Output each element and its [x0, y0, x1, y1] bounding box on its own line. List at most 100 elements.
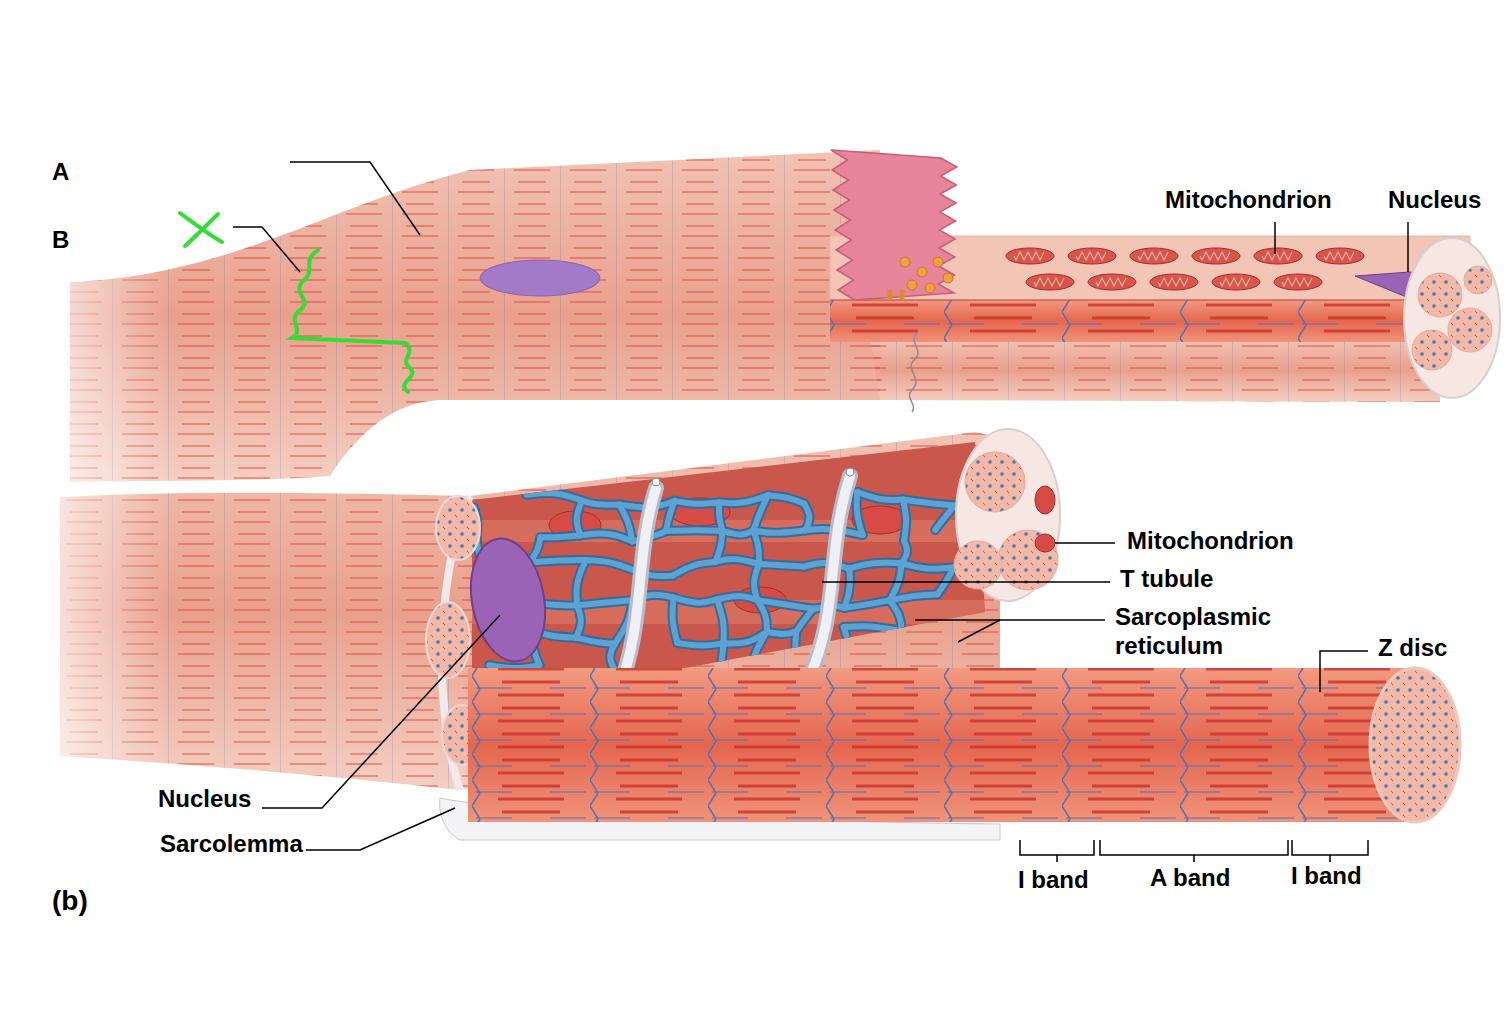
part-label: Mitochondrion — [1165, 186, 1332, 215]
green-marks — [180, 213, 412, 392]
illustration-part — [719, 502, 722, 531]
illustration-part — [582, 501, 619, 505]
callout-letter: A — [52, 158, 69, 187]
illustration-part — [890, 290, 902, 300]
illustration-part — [715, 559, 759, 564]
part-label: Sarcolemma — [160, 830, 303, 859]
illustration-part — [909, 332, 918, 412]
illustration-part — [717, 599, 724, 643]
illustration-part — [870, 338, 1440, 402]
illustration-part — [767, 631, 796, 633]
illustration-part — [759, 564, 804, 567]
illustration-part — [830, 300, 1450, 342]
illustration-part — [965, 452, 1025, 512]
sarcoplasmic-reticulum-network — [474, 492, 954, 681]
edge-fade — [0, 140, 170, 790]
illustration-part — [1324, 252, 1354, 260]
illustration-part — [1254, 248, 1302, 264]
illustration-part — [830, 300, 1450, 342]
illustration-part — [1274, 222, 1276, 254]
illustration-part — [673, 562, 716, 576]
illustration-part — [1220, 278, 1250, 286]
illustration-part — [937, 567, 954, 594]
illustration-part — [849, 563, 901, 569]
illustration-part — [857, 492, 903, 500]
illustration-part — [576, 638, 615, 644]
illustration-part — [1407, 222, 1409, 272]
illustration-part — [753, 530, 805, 532]
illustration-part — [958, 620, 1000, 642]
illustration-part — [1150, 274, 1198, 290]
illustration-part — [768, 495, 804, 503]
illustration-part — [939, 636, 951, 671]
illustration-part — [753, 530, 805, 532]
illustration-part — [1020, 840, 1094, 862]
part-label: T tubule — [1120, 565, 1213, 594]
illustration-part — [1158, 278, 1188, 286]
illustration-part — [857, 492, 903, 500]
illustration-part — [757, 600, 767, 632]
illustration-part — [666, 525, 722, 536]
illustration-part — [767, 631, 796, 633]
band-label: I band — [1018, 866, 1089, 895]
illustration-part — [1292, 840, 1368, 862]
illustration-part — [1370, 668, 1460, 822]
illustration-part — [903, 499, 954, 505]
illustration-part — [902, 631, 951, 637]
illustration-part — [846, 468, 854, 476]
illustration-part — [804, 504, 809, 531]
illustration-part — [576, 560, 586, 605]
illustration-part — [1096, 278, 1126, 286]
illustration-part — [306, 808, 455, 850]
illustration-part — [462, 533, 554, 668]
illustration-part — [480, 260, 600, 296]
illustration-part — [754, 564, 759, 600]
illustration-part — [759, 564, 804, 567]
illustration-part — [610, 644, 615, 670]
illustration-part — [804, 504, 809, 531]
illustration-part — [1404, 238, 1500, 398]
illustration-part — [1464, 266, 1492, 294]
illustration-part — [844, 600, 889, 607]
illustration-part — [900, 257, 910, 267]
illustration-part — [822, 581, 1110, 583]
illustration-part — [526, 493, 582, 501]
illustration-part — [1088, 274, 1136, 290]
illustration-part — [468, 668, 1460, 822]
illustration-part — [719, 502, 722, 531]
illustration-part — [586, 560, 620, 565]
illustration-part — [180, 213, 222, 246]
illustration-part — [540, 535, 580, 537]
illustration-part — [468, 668, 1460, 822]
illustration-part — [902, 541, 907, 563]
illustration-part — [577, 501, 582, 536]
illustration-part — [753, 530, 759, 564]
illustration-part — [1014, 252, 1044, 260]
illustration-part — [290, 162, 420, 235]
illustration-part — [768, 495, 804, 503]
illustration-part — [722, 530, 753, 534]
mitochondria-row — [1006, 248, 1364, 290]
illustration-part — [577, 600, 633, 605]
illustration-part — [830, 300, 1450, 301]
illustration-part — [1006, 248, 1054, 264]
illustration-part — [902, 631, 951, 637]
illustration-part — [719, 495, 768, 503]
top-cutaway — [830, 150, 1500, 412]
illustration-part — [903, 499, 954, 505]
illustration-part — [754, 564, 759, 600]
illustration-part — [935, 506, 954, 530]
illustration-part — [1262, 252, 1292, 260]
band-label: I band — [1291, 862, 1362, 891]
illustration-part — [70, 150, 880, 482]
illustration-part — [1412, 330, 1452, 370]
illustration-part — [1035, 486, 1055, 514]
illustration-part — [890, 594, 938, 600]
callout-letter: B — [52, 226, 69, 255]
illustration-part — [526, 493, 582, 501]
illustration-part — [925, 283, 935, 293]
illustration-part — [489, 665, 539, 668]
illustration-part — [1448, 308, 1492, 352]
illustration-part — [677, 643, 723, 646]
illustration-part — [1212, 274, 1260, 290]
